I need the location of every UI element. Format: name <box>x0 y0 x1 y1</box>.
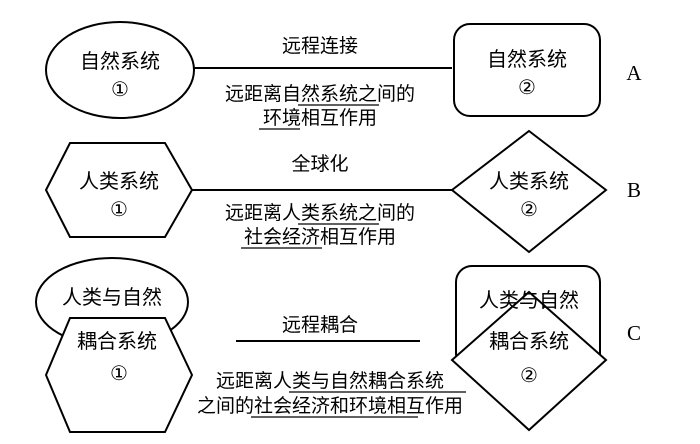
row-c: 人类与自然 耦合系统 ① 人类与自然 耦合系统 ② 远程耦合 远距离人类与自然耦… <box>35 257 641 433</box>
row-a-left-node-index: ① <box>111 77 129 101</box>
row-c-left-node-hexagon <box>44 317 194 433</box>
row-c-right-node-label2: 耦合系统 <box>489 329 569 353</box>
row-a-letter: A <box>626 61 642 85</box>
row-c-letter: C <box>627 321 641 345</box>
row-b-right-node-index: ② <box>520 197 538 221</box>
row-a: 自然系统 ① 自然系统 ② 远程连接 远距离自然系统之间的 环境相互作用 A <box>45 21 642 130</box>
row-a-desc-line2: 环境相互作用 <box>263 107 377 129</box>
row-b-left-node-index: ① <box>110 197 128 221</box>
row-b-link-label: 全球化 <box>291 153 348 175</box>
row-c-desc-line2: 之间的社会经济和环境相互作用 <box>197 395 463 417</box>
row-b-letter: B <box>627 178 641 202</box>
row-a-right-node-rounded-rect <box>453 23 601 117</box>
row-a-right-node-label: 自然系统 <box>487 47 567 71</box>
row-b-right-node-diamond <box>450 129 608 254</box>
row-c-right-node-index: ② <box>520 363 538 387</box>
row-c-link-label: 远程耦合 <box>282 314 358 336</box>
row-a-right-node-index: ② <box>518 75 536 99</box>
row-b-desc-line2: 社会经济相互作用 <box>244 226 396 248</box>
row-a-left-node-label: 自然系统 <box>80 49 160 73</box>
row-a-link-label: 远程连接 <box>282 35 358 57</box>
row-c-right-node-label1: 人类与自然 <box>479 288 579 312</box>
row-c-left-node-label1: 人类与自然 <box>62 285 162 309</box>
row-c-left-node-label2: 耦合系统 <box>77 329 157 353</box>
row-c-desc-line1: 远距离人类与自然耦合系统 <box>216 370 444 392</box>
row-c-right-node-diamond <box>450 290 608 432</box>
row-b-left-node-hexagon <box>44 142 194 238</box>
row-b-left-node-label: 人类系统 <box>79 169 159 193</box>
row-a-left-node-ellipse <box>45 21 195 119</box>
row-b: 人类系统 ① 人类系统 ② 全球化 远距离人类系统之间的 社会经济相互作用 B <box>44 129 641 254</box>
row-b-right-node-label: 人类系统 <box>489 169 569 193</box>
row-b-desc-line1: 远距离人类系统之间的 <box>225 202 415 224</box>
row-c-left-node-index: ① <box>110 361 128 385</box>
row-a-desc-line1: 远距离自然系统之间的 <box>225 83 415 105</box>
